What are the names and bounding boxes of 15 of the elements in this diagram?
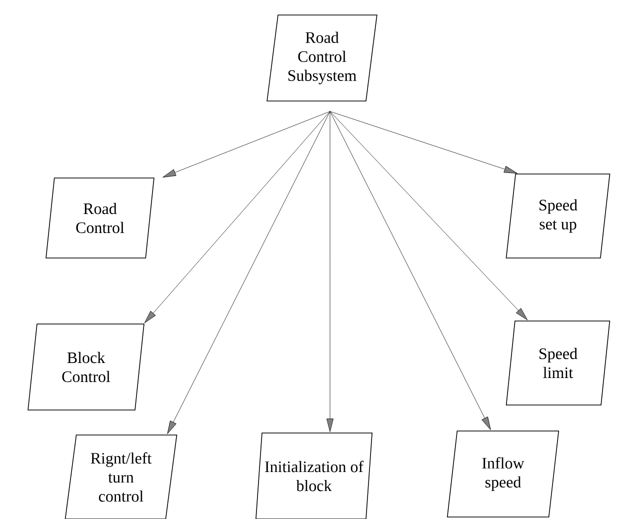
arrow [162,111,330,178]
process-box: Rignt/left turn control [64,434,178,519]
process-box: Road Control Subsystem [266,14,378,102]
process-box: Speed set up [506,174,610,258]
arrow [144,111,330,324]
process-box: Block Control [28,324,144,410]
arrow [167,111,330,434]
arrow [330,111,518,174]
arrow [330,111,528,320]
process-box: Initialization of block [256,432,372,519]
arrow [326,111,334,432]
process-box: Road Control [46,178,154,258]
process-box: Speed limit [506,320,610,406]
arrow [330,111,491,430]
process-box: Inflow speed [446,430,560,518]
